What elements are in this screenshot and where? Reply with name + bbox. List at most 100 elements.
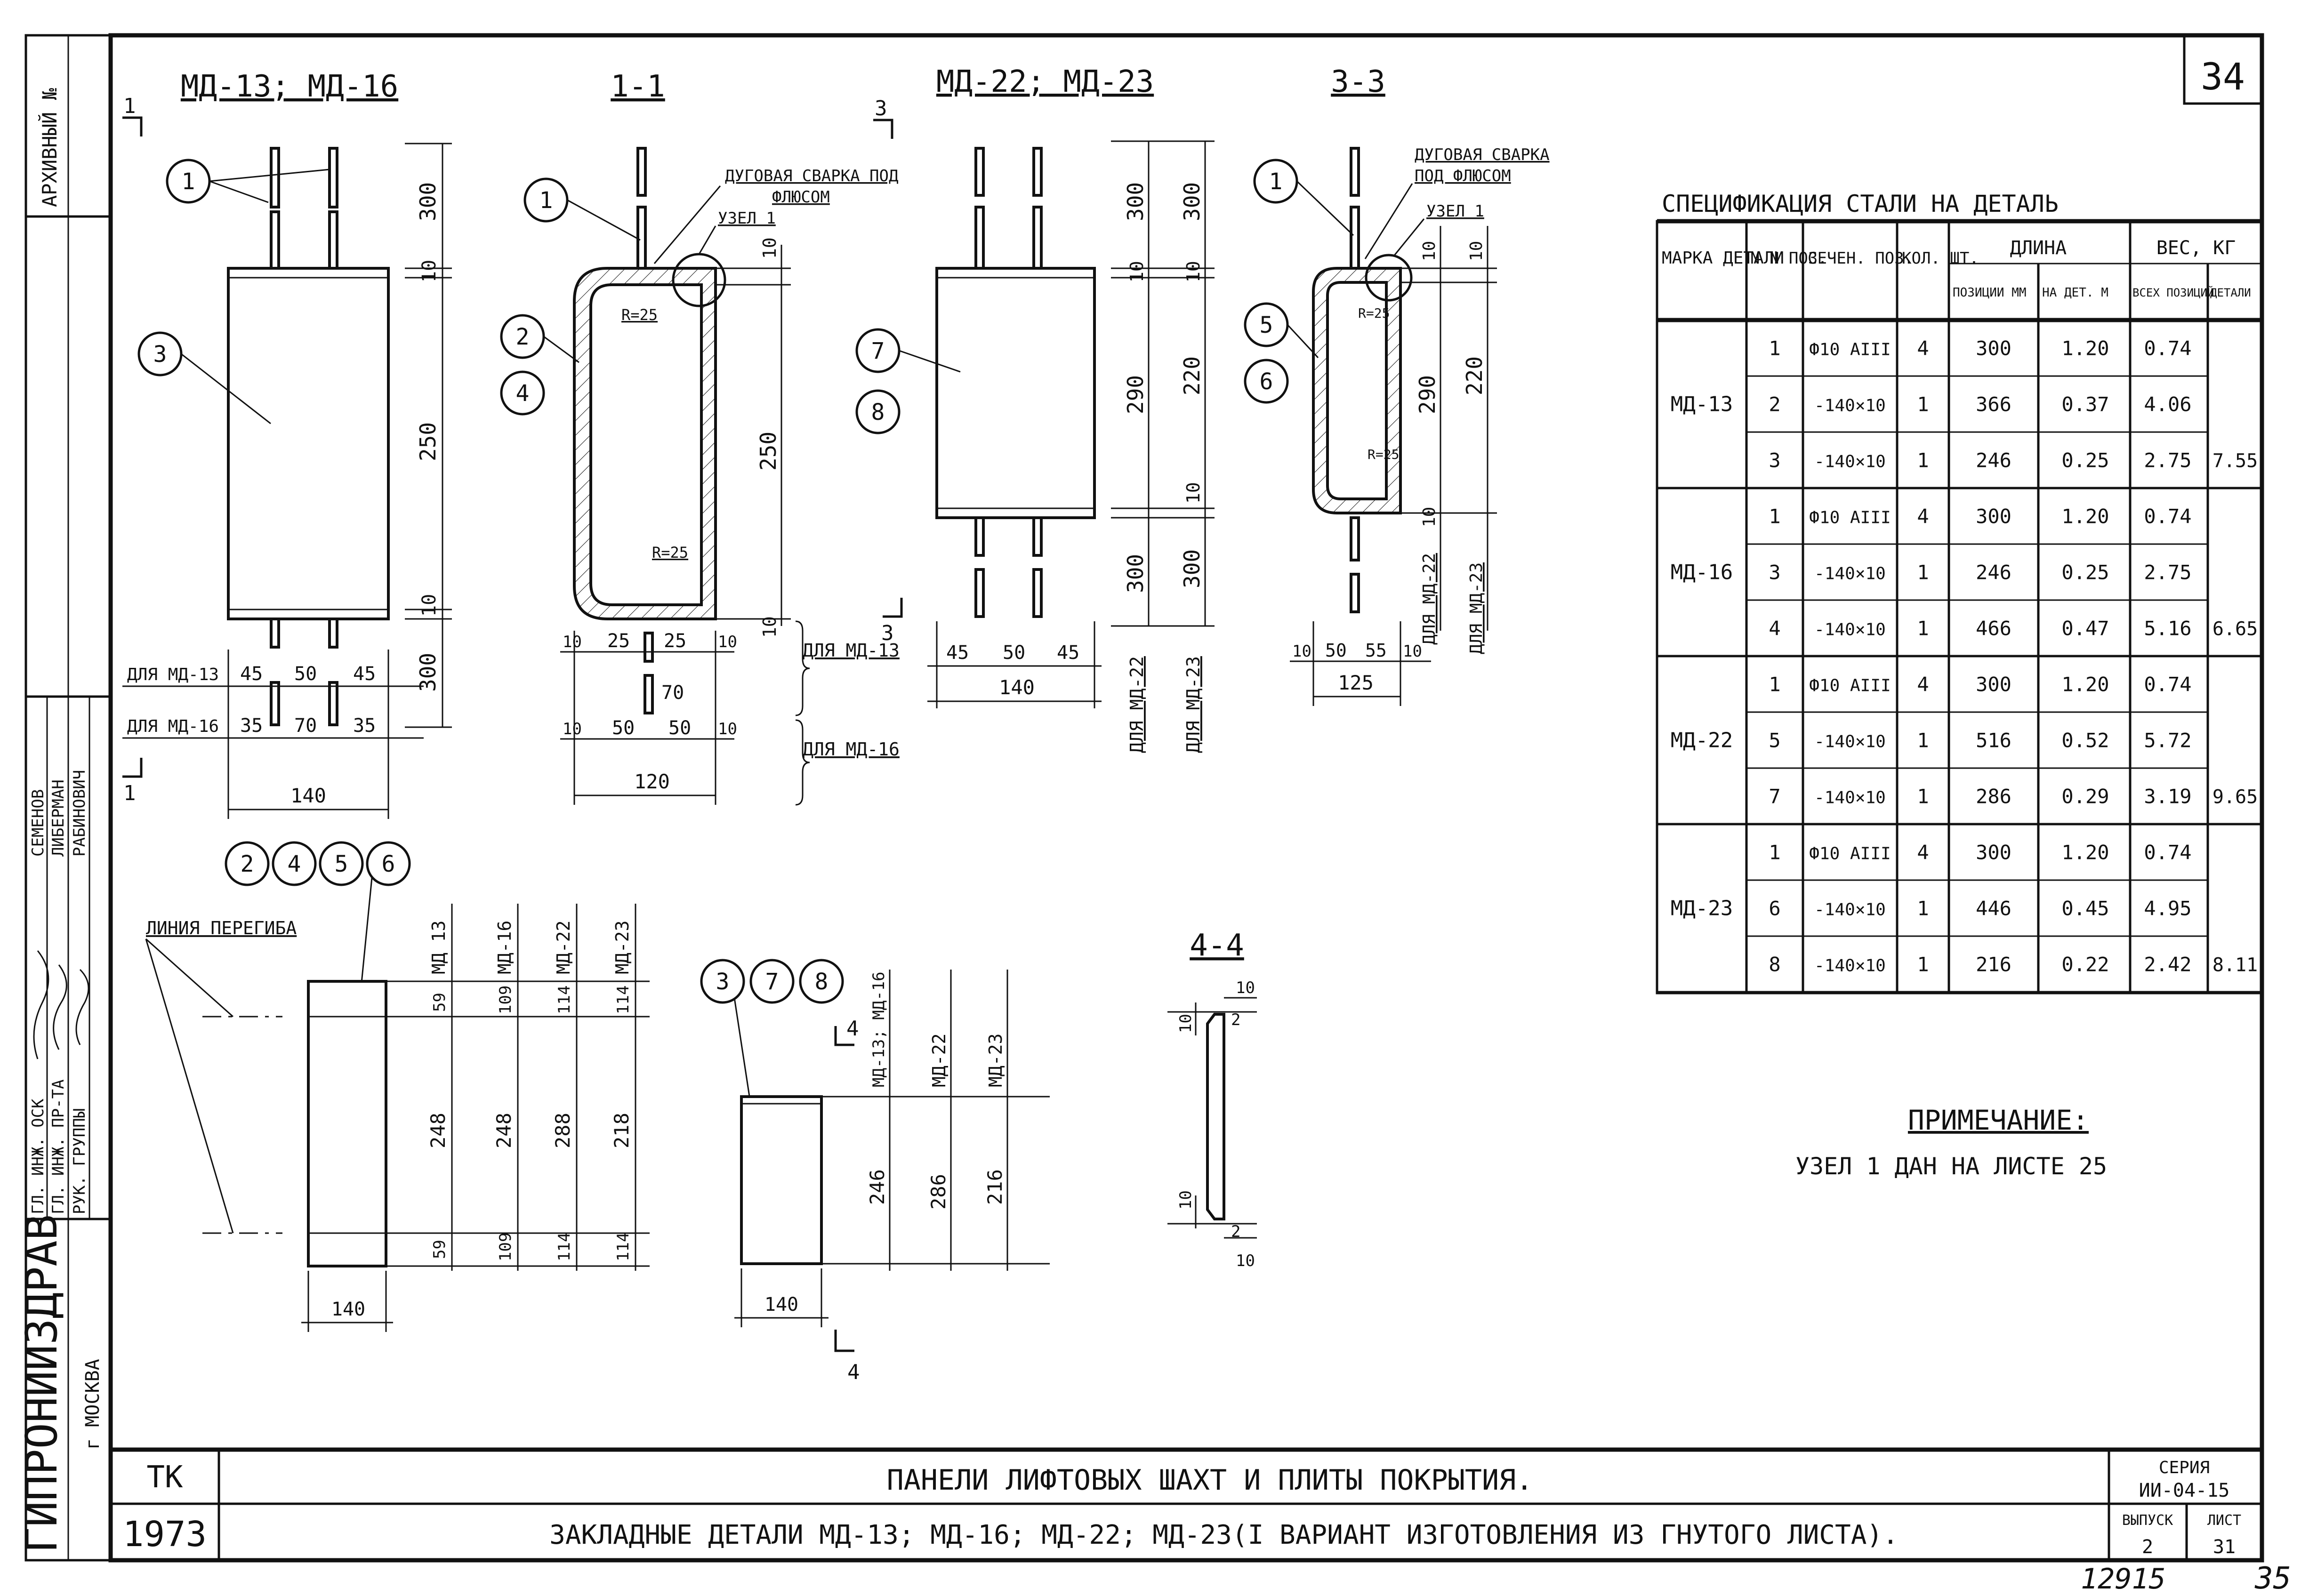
dim-c-10-r: 10 bbox=[1183, 261, 1204, 282]
view-title-md13-16: МД-13; МД-16 bbox=[181, 69, 398, 104]
spec-mark: МД-13 bbox=[1671, 393, 1733, 417]
radius-label-b-top: R=25 bbox=[1358, 305, 1390, 321]
spec-cell: 246 bbox=[1976, 449, 2011, 472]
spec-cell: 4 bbox=[1769, 617, 1780, 640]
bottom-right-number: 35 bbox=[2254, 1561, 2291, 1596]
dev-md13-h0: 59 bbox=[430, 993, 449, 1012]
dev2-md13-16: МД-13; МД-16 bbox=[869, 971, 888, 1087]
plate-3 bbox=[227, 267, 390, 620]
spec-cell: -140×10 bbox=[1814, 396, 1886, 416]
dim-c-10-l: 10 bbox=[1126, 261, 1147, 282]
section-4-4: 4-4 10 2 10 10 2 10 bbox=[1167, 928, 1257, 1270]
dim-a-50: 50 bbox=[294, 663, 317, 685]
spec-cell: 1 bbox=[1917, 897, 1929, 920]
flat-plate-378 bbox=[740, 1095, 823, 1265]
spec-cell: 1 bbox=[1917, 729, 1929, 752]
spec-total: 7.55 bbox=[2212, 450, 2258, 472]
title-line-1: ПАНЕЛИ ЛИФТОВЫХ ШАХТ И ПЛИТЫ ПОКРЫТИЯ. bbox=[887, 1464, 1533, 1497]
title-line-2: ЗАКЛАДНЫЕ ДЕТАЛИ МД-13; МД-16; МД-22; МД… bbox=[549, 1520, 1899, 1550]
dim-a-35-l: 35 bbox=[240, 715, 263, 737]
dim-c-300-r: 300 bbox=[1179, 182, 1205, 221]
radius-label-b-bot: R=25 bbox=[1368, 447, 1399, 462]
spec-cell: 0.45 bbox=[2061, 897, 2109, 920]
signature-1 bbox=[33, 950, 49, 1059]
spec-cell: 1.20 bbox=[2061, 505, 2109, 528]
title-year: 1973 bbox=[123, 1514, 207, 1555]
spec-total: 8.11 bbox=[2212, 954, 2258, 976]
callout-2-b: 2 bbox=[500, 314, 579, 363]
spec-cell: -140×10 bbox=[1814, 564, 1886, 584]
signature-3 bbox=[75, 969, 89, 1045]
spec-cell: 1.20 bbox=[2061, 337, 2109, 360]
label-for-md22-d: ДЛЯ МД-22 bbox=[1420, 553, 1439, 645]
dim-d-290: 290 bbox=[1415, 375, 1440, 414]
cut-mark-1-bot: 1 bbox=[123, 781, 136, 805]
spec-h-pos: N N ПОЗ. bbox=[1750, 249, 1827, 268]
dim-a-70: 70 bbox=[294, 715, 317, 737]
spec-cell: 7 bbox=[1769, 785, 1780, 808]
dev-md22: МД-22 bbox=[553, 921, 574, 974]
spec-cell: 1 bbox=[1769, 505, 1780, 528]
node-label-a: УЗЕЛ 1 bbox=[718, 209, 776, 228]
dim-a-140: 140 bbox=[290, 784, 326, 807]
callout-3-a-text: 3 bbox=[153, 341, 167, 368]
spec-cell: 286 bbox=[1976, 785, 2011, 808]
spec-cell: 516 bbox=[1976, 729, 2011, 752]
label-for-md13-a: ДЛЯ МД-13 bbox=[127, 665, 219, 684]
dim-c-45-r: 45 bbox=[1057, 642, 1079, 664]
archive-label: АРХИВНЫЙ № bbox=[38, 88, 61, 207]
dim-b-10-l1: 10 bbox=[563, 633, 582, 651]
dev-md16-h1: 248 bbox=[492, 1113, 515, 1148]
weld-label-a-1: ДУГОВАЯ СВАРКА ПОД bbox=[725, 167, 898, 185]
callout-7-f-text: 7 bbox=[765, 969, 779, 995]
spec-cell: 3 bbox=[1769, 561, 1780, 584]
spec-cell: 1 bbox=[1769, 841, 1780, 864]
note-text: УЗЕЛ 1 ДАН НА ЛИСТЕ 25 bbox=[1795, 1153, 2107, 1180]
dev2-md23: МД-23 bbox=[985, 1034, 1006, 1087]
spec-cell: 4.95 bbox=[2144, 897, 2191, 920]
spec-cell: 1 bbox=[1917, 617, 1929, 640]
approval-name-1: СЕМЕНОВ bbox=[29, 789, 48, 857]
callout-2-e-text: 2 bbox=[241, 851, 254, 877]
bent-plate-2-4 bbox=[573, 267, 717, 620]
dim-d-10-r: 10 bbox=[1467, 241, 1486, 261]
spec-h-section: СЕЧЕН. ПОЗ. bbox=[1808, 249, 1914, 268]
dev-md16-h2: 109 bbox=[496, 1233, 515, 1261]
spec-table: СПЕЦИФИКАЦИЯ СТАЛИ НА ДЕТАЛЬ МАРКА ДЕТАЛ… bbox=[1656, 190, 2263, 994]
dev-w: 140 bbox=[331, 1299, 365, 1320]
section-4-4-profile bbox=[1206, 1013, 1225, 1220]
spec-h-qty: КОЛ. ШТ. bbox=[1902, 249, 1979, 268]
approval-name-3: РАБИНОВИЧ bbox=[70, 770, 89, 857]
dim-c-50: 50 bbox=[1003, 642, 1025, 664]
label-for-md16-a: ДЛЯ МД-16 bbox=[127, 717, 219, 736]
spec-cell: 8 bbox=[1769, 953, 1780, 976]
spec-cell: 0.22 bbox=[2061, 953, 2109, 976]
view-title-1-1: 1-1 bbox=[611, 69, 665, 104]
dev-md23-h2: 114 bbox=[614, 1233, 633, 1261]
callout-4-b: 4 bbox=[500, 370, 545, 416]
spec-cell: 4 bbox=[1917, 337, 1929, 360]
spec-cell: 3 bbox=[1769, 449, 1780, 472]
sheet-label: ЛИСТ bbox=[2207, 1512, 2241, 1529]
approval-role-1: ГЛ. ИНЖ. ОСК bbox=[29, 1099, 48, 1214]
dim-a-300-bot: 300 bbox=[415, 653, 441, 692]
spec-cell: 0.25 bbox=[2061, 449, 2109, 472]
approval-block: ГЛ. ИНЖ. ОСК ГЛ. ИНЖ. ПР-ТА РУК. ГРУППЫ … bbox=[29, 770, 89, 1214]
issue-value: 2 bbox=[2142, 1536, 2153, 1558]
view-title-md22-23: МД-22; МД-23 bbox=[936, 64, 1154, 99]
dev-md13-h2: 59 bbox=[430, 1240, 449, 1259]
spec-cell: 466 bbox=[1976, 617, 2011, 640]
radius-label-a-top: R=25 bbox=[621, 306, 658, 324]
title-block: ТК 1973 ПАНЕЛИ ЛИФТОВЫХ ШАХТ И ПЛИТЫ ПОК… bbox=[111, 1447, 2262, 1560]
s44-10-bot: 10 bbox=[1236, 1251, 1255, 1270]
label-for-md23-d: ДЛЯ МД-23 bbox=[1467, 562, 1486, 654]
note-title: ПРИМЕЧАНИЕ: bbox=[1908, 1104, 2089, 1136]
spec-cell: 0.37 bbox=[2061, 393, 2109, 416]
callout-8-c-text: 8 bbox=[871, 399, 885, 425]
spec-cell: 1 bbox=[1917, 953, 1929, 976]
callout-4-b-text: 4 bbox=[516, 380, 530, 407]
dim-d-10-l2: 10 bbox=[1292, 642, 1311, 661]
callout-6-e-text: 6 bbox=[382, 851, 395, 877]
dim-d-55: 55 bbox=[1365, 640, 1387, 661]
